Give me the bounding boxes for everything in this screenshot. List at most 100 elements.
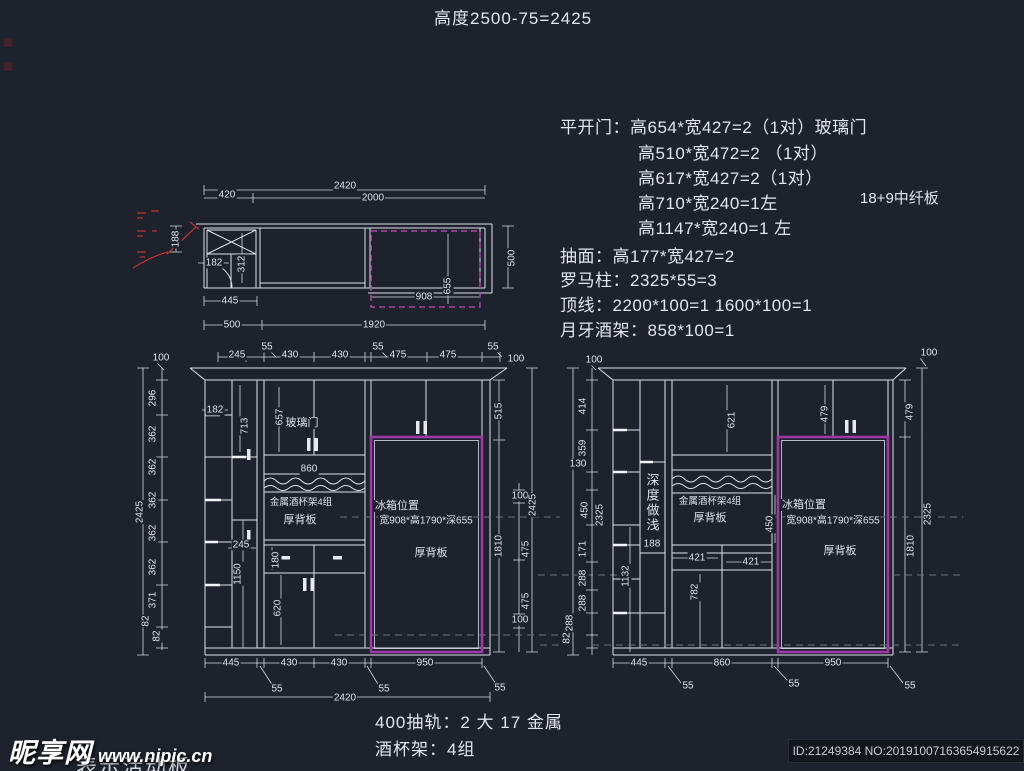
dim-label: 420 bbox=[217, 189, 237, 201]
plan-view-linework bbox=[132, 185, 514, 330]
spec-line: 高510*宽472=2 （1对） bbox=[638, 144, 828, 163]
dim-label: 2420 bbox=[332, 180, 358, 192]
dim-label: 245 bbox=[231, 539, 251, 551]
spec-line: 高617*宽427=2（1对） bbox=[638, 169, 823, 188]
dim-label: 2420 bbox=[332, 692, 358, 704]
watermark-site-url: www.nipic.cn bbox=[98, 746, 213, 766]
dim-label: 188 bbox=[642, 538, 662, 550]
dim-label: 1132 bbox=[620, 564, 632, 588]
dim-label: 55 bbox=[787, 678, 801, 690]
dim-label: 82 bbox=[151, 629, 163, 643]
image-id-text: ID:21249384 NO:20191007163654915622 bbox=[792, 744, 1020, 758]
depth-note-label: 深度做浅 bbox=[642, 473, 662, 533]
dim-label: 1150 bbox=[232, 562, 244, 586]
dim-label: 475 bbox=[438, 349, 458, 361]
fridge-size-label: 宽908*高1790*深655 bbox=[785, 515, 881, 527]
dim-label: 180 bbox=[270, 550, 282, 570]
dim-label: 55 bbox=[377, 683, 391, 695]
right-elevation-linework bbox=[567, 357, 963, 684]
dim-label: 55 bbox=[493, 682, 507, 694]
spec-line-doors: 平开门：高654*宽427=2（1对）玻璃门 bbox=[560, 118, 868, 137]
note-drawer-rail: 400抽轨：2 大 17 金属 bbox=[375, 713, 563, 732]
dim-label: 655 bbox=[442, 276, 454, 296]
spec-line-drawer-face: 抽面：高177*宽427=2 bbox=[560, 247, 735, 266]
dim-label: 2325 bbox=[594, 502, 606, 528]
spec-line: 高710*宽240=1左 bbox=[638, 194, 778, 213]
dim-label: 475 bbox=[520, 591, 532, 611]
partial-note: 表示活动板 bbox=[76, 756, 191, 771]
glass-door-label: 玻璃门 bbox=[284, 416, 320, 430]
dim-label: 1810 bbox=[493, 533, 505, 559]
dim-label: 1810 bbox=[905, 533, 917, 559]
fridge-position-label: 冰箱位置 bbox=[374, 499, 420, 513]
dim-label: 430 bbox=[330, 349, 350, 361]
dim-label: 713 bbox=[239, 416, 251, 436]
dim-label: 860 bbox=[712, 657, 732, 669]
dim-label: 245 bbox=[227, 349, 247, 361]
dim-label: 55 bbox=[260, 341, 274, 353]
metal-cup-rack-label: 金属酒杯架4组 bbox=[677, 495, 743, 508]
dim-label: 55 bbox=[486, 341, 500, 353]
dim-label: 362 bbox=[147, 523, 159, 543]
dim-label: 288 bbox=[577, 593, 589, 613]
dim-label: 171 bbox=[577, 539, 589, 559]
dim-label: 445 bbox=[220, 295, 240, 307]
dim-label: 2425 bbox=[134, 499, 146, 525]
dim-label: 188 bbox=[170, 229, 182, 249]
dim-label: 100 bbox=[151, 352, 171, 364]
dim-label: 500 bbox=[506, 248, 518, 268]
metal-cup-rack-label: 金属酒杯架4组 bbox=[268, 496, 334, 509]
dim-label: 414 bbox=[577, 396, 589, 416]
dim-label: 82 bbox=[561, 631, 573, 645]
dim-label: 421 bbox=[687, 552, 707, 564]
back-panel-label: 厚背板 bbox=[282, 513, 318, 527]
dim-label: 100 bbox=[510, 490, 530, 502]
corner-artifacts bbox=[4, 38, 12, 71]
dim-label: 445 bbox=[629, 657, 649, 669]
fridge-size-label: 宽908*高1790*深655 bbox=[378, 515, 474, 527]
fridge-niche-outline bbox=[776, 435, 890, 654]
dim-label: 130 bbox=[568, 458, 588, 470]
dim-label: 950 bbox=[415, 657, 435, 669]
dim-label: 288 bbox=[577, 568, 589, 588]
spec-line-roman-column: 罗马柱：2325*55=3 bbox=[560, 271, 718, 290]
dim-label: 479 bbox=[904, 402, 916, 422]
dim-label: 430 bbox=[279, 657, 299, 669]
dim-label: 430 bbox=[329, 657, 349, 669]
watermark-site-name: 昵享网 bbox=[8, 738, 92, 768]
dim-label: 621 bbox=[726, 410, 738, 430]
dim-label: 450 bbox=[579, 500, 591, 520]
dim-label: 475 bbox=[388, 349, 408, 361]
dim-label: 2325 bbox=[922, 501, 934, 527]
spec-line: 高1147*宽240=1 左 bbox=[638, 219, 792, 238]
spec-line-crown: 顶线：2200*100=1 1600*100=1 bbox=[560, 296, 813, 315]
dim-label: 362 bbox=[147, 457, 159, 477]
fridge-niche-outline bbox=[369, 435, 484, 654]
dim-label: 445 bbox=[221, 657, 241, 669]
dim-label: 100 bbox=[919, 347, 939, 359]
dim-label: 100 bbox=[506, 353, 526, 365]
dim-label: 55 bbox=[371, 341, 385, 353]
watermark: 昵享网 www.nipic.cn bbox=[8, 731, 212, 770]
dim-label: 782 bbox=[689, 582, 701, 602]
dim-label: 362 bbox=[147, 557, 159, 577]
note-cup-rack: 酒杯架：4组 bbox=[375, 740, 476, 759]
door-handles bbox=[247, 421, 427, 591]
dim-label: 55 bbox=[681, 680, 695, 692]
revision-marks bbox=[132, 210, 200, 269]
back-panel-label: 厚背板 bbox=[822, 544, 858, 558]
dim-label: 421 bbox=[741, 556, 761, 568]
board-note: 18+9中纤板 bbox=[860, 190, 939, 207]
image-id-bar: ID:21249384 NO:20191007163654915622 bbox=[788, 739, 1024, 763]
dim-label: 450 bbox=[764, 514, 776, 534]
dim-label: 359 bbox=[577, 438, 589, 458]
dim-label: 288 bbox=[564, 613, 576, 633]
dim-label: 55 bbox=[270, 683, 284, 695]
dim-label: 296 bbox=[147, 388, 159, 408]
page-title: 高度2500-75=2425 bbox=[434, 9, 593, 28]
dim-label: 2000 bbox=[360, 192, 386, 204]
fridge-position-label: 冰箱位置 bbox=[781, 498, 827, 512]
dim-label: 100 bbox=[584, 354, 604, 366]
dim-label: 182 bbox=[204, 257, 224, 269]
